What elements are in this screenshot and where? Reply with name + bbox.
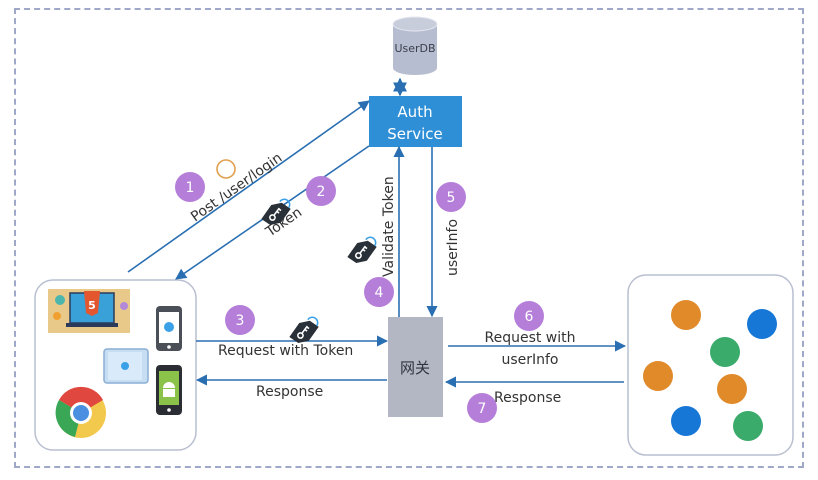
edge-userinfo: userInfo 5	[426, 147, 466, 318]
edge-request-userinfo-label-1: Request with	[484, 330, 575, 346]
auth-service-label-1: Auth	[397, 103, 432, 121]
userdb-node: UserDB	[392, 16, 438, 75]
gateway-label: 网关	[400, 359, 430, 377]
service-dot-blue	[671, 406, 701, 436]
step-badge-5-label: 5	[447, 190, 456, 206]
edge-request-userinfo-label-2: userInfo	[501, 352, 558, 368]
step-badge-2	[306, 176, 336, 206]
service-dot-green	[710, 337, 740, 367]
step-badge-2-label: 2	[317, 184, 326, 200]
step-badge-7-label: 7	[478, 401, 487, 417]
chrome-icon	[55, 386, 106, 438]
edge-request-token-label: Request with Token	[218, 343, 353, 359]
auth-service-node: Auth Service	[369, 96, 462, 147]
step-badge-7	[467, 393, 497, 423]
service-dot-green	[733, 411, 763, 441]
step-badge-1	[175, 172, 205, 202]
service-dot-orange	[643, 361, 673, 391]
step-badge-4-label: 4	[375, 285, 384, 301]
step-badge-6-label: 6	[525, 309, 534, 325]
service-dot-orange	[671, 300, 701, 330]
userdb-label: UserDB	[394, 42, 435, 55]
svg-text:5: 5	[88, 299, 96, 312]
edge-response-service: Response 7	[444, 376, 624, 423]
edge-response-client-label: Response	[256, 384, 323, 400]
client-box: 5	[34, 279, 197, 451]
service-dot-orange	[717, 374, 747, 404]
edge-validate-label: Validate Token	[381, 176, 397, 277]
ipad-icon	[103, 348, 149, 384]
token-tag-icon	[343, 233, 383, 270]
gateway-node: 网关	[388, 317, 443, 417]
edge-validate: Validate Token 4	[343, 145, 405, 317]
auth-service-label-2: Service	[387, 125, 442, 143]
edge-userinfo-label: userInfo	[445, 219, 461, 276]
services-box	[627, 274, 794, 456]
step-badge-1-label: 1	[186, 180, 195, 196]
diagram-frame	[14, 8, 804, 468]
step-badge-3	[225, 305, 255, 335]
edge-response-client: Response	[195, 374, 387, 400]
edge-request-userinfo: 6 Request with userInfo	[448, 301, 627, 368]
cursor-highlight-icon	[216, 159, 236, 179]
edge-request-token: Request with Token 3	[196, 305, 389, 359]
step-badge-6	[514, 301, 544, 331]
edge-response-service-label: Response	[494, 390, 561, 406]
step-badge-5	[436, 182, 466, 212]
step-badge-3-label: 3	[236, 313, 245, 329]
iphone-icon	[156, 306, 182, 351]
html5-laptop-icon: 5	[48, 289, 130, 333]
step-badge-4	[364, 277, 394, 307]
android-phone-icon	[156, 365, 182, 415]
service-dot-blue	[747, 309, 777, 339]
